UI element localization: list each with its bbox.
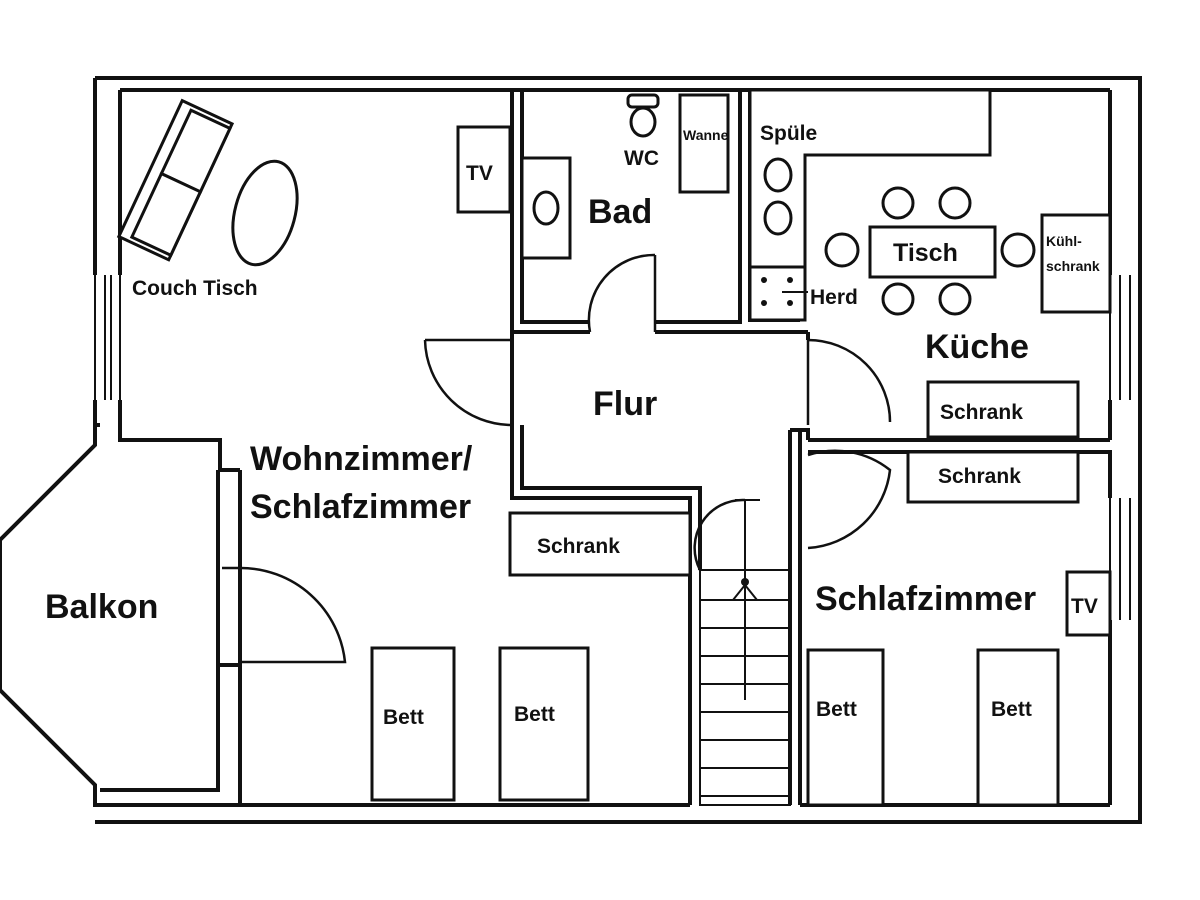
label-flur: Flur (593, 385, 657, 423)
label-schrank-kueche: Schrank (940, 401, 1023, 424)
tv-schlafzimmer (1065, 570, 1112, 637)
label-tv-wohn: TV (466, 162, 493, 185)
schrank-kueche (926, 380, 1080, 439)
label-schrank-wohn: Schrank (537, 535, 620, 558)
label-wc: WC (624, 147, 659, 170)
doors (222, 253, 892, 664)
label-spuele: Spüle (760, 122, 817, 145)
bed-4 (976, 648, 1060, 807)
bad-fixtures (520, 93, 730, 260)
label-tv-schlaf: TV (1071, 595, 1098, 618)
label-couch-tisch: Couch Tisch (132, 277, 258, 300)
schrank-wohnzimmer (508, 511, 692, 577)
bed-3 (806, 648, 885, 807)
kitchen-table (824, 186, 1036, 316)
fridge (1040, 213, 1112, 314)
stove (748, 265, 807, 322)
sink-2 (763, 200, 793, 236)
label-schrank-schlaf: Schrank (938, 465, 1021, 488)
bed-2 (498, 646, 590, 802)
label-balkon: Balkon (45, 588, 158, 626)
stairs (699, 499, 791, 806)
sink-1 (763, 157, 793, 193)
bed-1 (370, 646, 456, 802)
label-schlafzimmer: Schlafzimmer (815, 580, 1036, 618)
label-kuehl-1: Kühl- (1046, 233, 1082, 249)
label-bett-3: Bett (816, 698, 857, 721)
label-bett-2: Bett (514, 703, 555, 726)
couch (116, 98, 235, 262)
label-bett-4: Bett (991, 698, 1032, 721)
label-bett-1: Bett (383, 706, 424, 729)
label-tisch: Tisch (893, 239, 958, 267)
label-kueche: Küche (925, 328, 1029, 366)
label-wohnzimmer-1: Wohnzimmer/ (250, 440, 473, 478)
label-herd: Herd (810, 286, 858, 309)
schrank-schlafzimmer (906, 450, 1080, 504)
label-bad: Bad (588, 193, 652, 231)
label-wohnzimmer-2: Schlafzimmer (250, 488, 471, 526)
tv-wohnzimmer (456, 125, 512, 214)
couch-table (231, 159, 299, 267)
label-kuehl-2: schrank (1046, 258, 1100, 274)
label-wanne: Wanne (683, 127, 729, 143)
